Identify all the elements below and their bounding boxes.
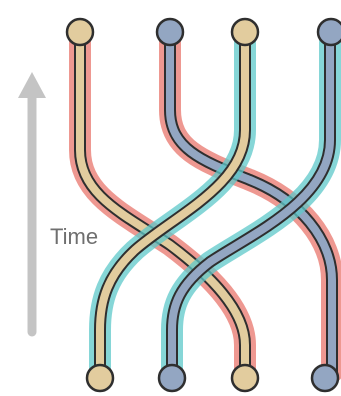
bottom-cap-4 xyxy=(310,363,340,393)
strand-tan-left xyxy=(69,31,256,383)
top-cap-2 xyxy=(155,17,185,47)
strand-blue-left xyxy=(159,31,341,383)
bottom-cap-3 xyxy=(230,363,260,393)
strand-blue-right xyxy=(161,31,341,383)
bottom-caps xyxy=(85,363,340,393)
bottom-cap-1 xyxy=(85,363,115,393)
top-cap-3 xyxy=(230,17,260,47)
time-arrow xyxy=(18,72,46,337)
time-label: Time xyxy=(50,224,99,249)
bottom-cap-2 xyxy=(157,363,187,393)
top-caps xyxy=(65,17,341,47)
top-cap-4 xyxy=(316,17,341,47)
top-cap-1 xyxy=(65,17,95,47)
strand-tan-right xyxy=(89,31,256,383)
